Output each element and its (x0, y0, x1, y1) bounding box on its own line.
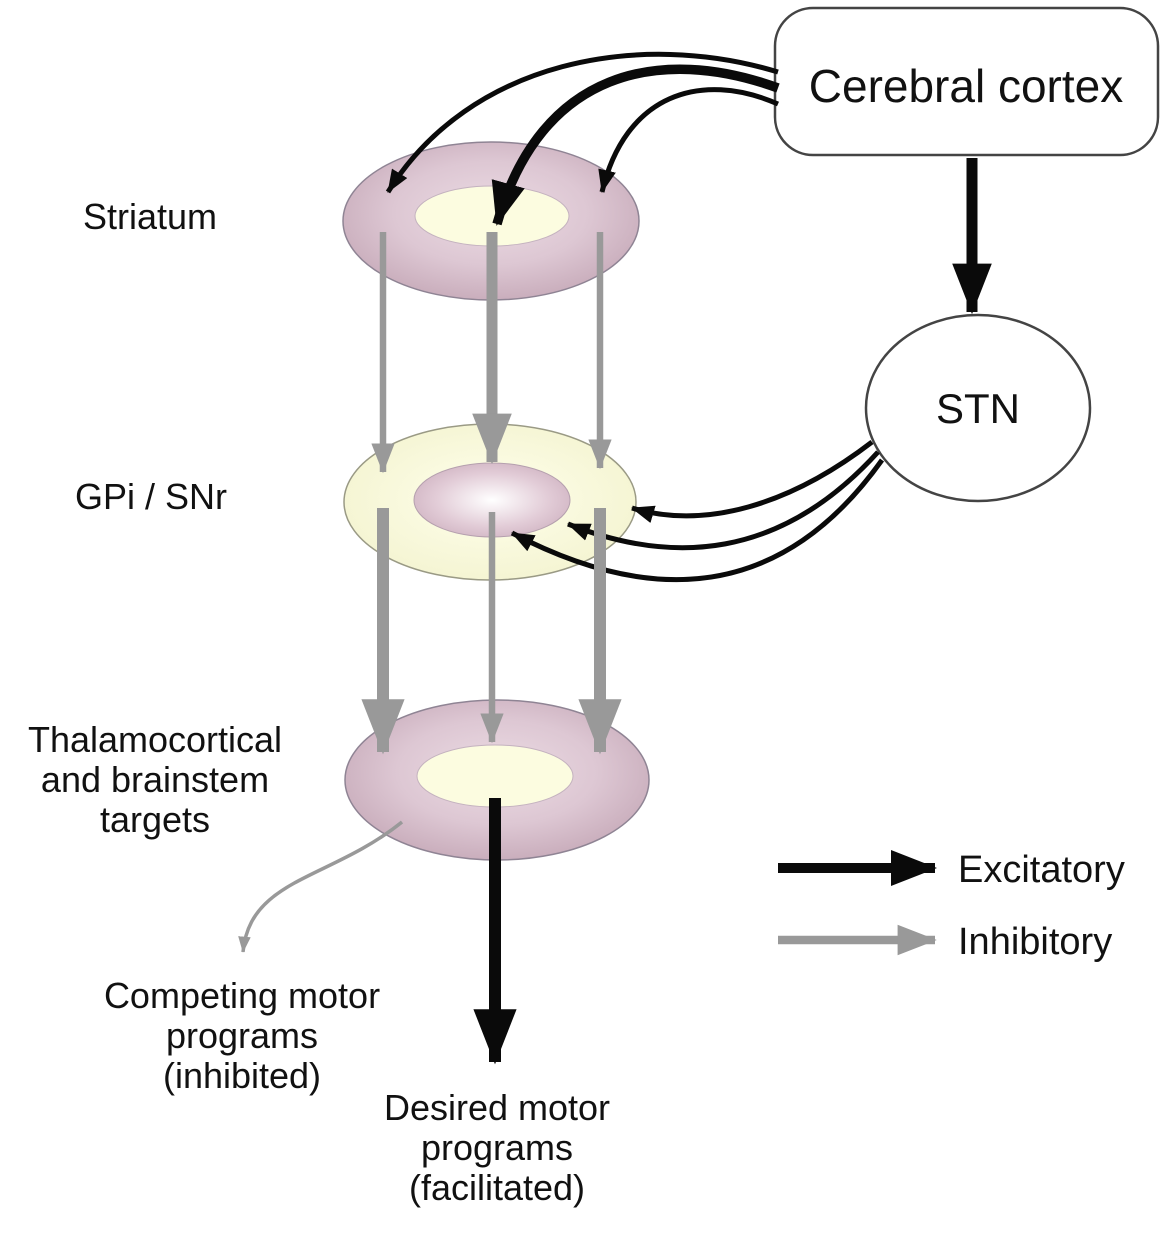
gpi-snr-label: GPi / SNr (75, 476, 227, 517)
legend-excitatory-label: Excitatory (958, 849, 1125, 891)
cortex-to-striatum-left-arrow (385, 51, 779, 194)
desired-label-line1: Desired motor (384, 1087, 610, 1128)
cortex-to-striatum-right-arrow (598, 87, 779, 193)
thalamo-to-competing-arrow (238, 820, 404, 953)
desired-motor-label: Desired motor programs (facilitated) (384, 1087, 610, 1208)
competing-label-line3: (inhibited) (163, 1055, 321, 1096)
desired-label-line3: (facilitated) (409, 1167, 585, 1208)
competing-label-line1: Competing motor (104, 975, 380, 1016)
striatum-label: Striatum (83, 196, 217, 237)
thalamo-inner-ellipse (416, 744, 574, 808)
stn-label: STN (936, 385, 1020, 432)
competing-motor-label: Competing motor programs (inhibited) (104, 975, 380, 1096)
cerebral-cortex-label: Cerebral cortex (809, 60, 1123, 112)
gpi-snr-node (343, 423, 637, 581)
legend-inhibitory-label: Inhibitory (958, 921, 1112, 963)
thalamo-label-line1: Thalamocortical (28, 719, 282, 760)
stn-to-gpi-arrow-2 (567, 450, 880, 551)
legend: Excitatory Inhibitory (778, 849, 1125, 963)
thalamo-label-line2: and brainstem (41, 759, 269, 800)
thalamo-label: Thalamocortical and brainstem targets (28, 719, 282, 840)
stn-to-gpi-arrow-1 (631, 440, 874, 523)
thalamo-label-line3: targets (100, 799, 210, 840)
stn-to-gpi-arrow-3 (510, 458, 885, 583)
stn-node (864, 313, 1092, 503)
cortex-to-striatum-center-arrow (491, 64, 780, 226)
thalamocortical-node (344, 699, 650, 861)
desired-label-line2: programs (421, 1127, 573, 1168)
competing-label-line2: programs (166, 1015, 318, 1056)
cerebral-cortex-box (773, 6, 1160, 157)
